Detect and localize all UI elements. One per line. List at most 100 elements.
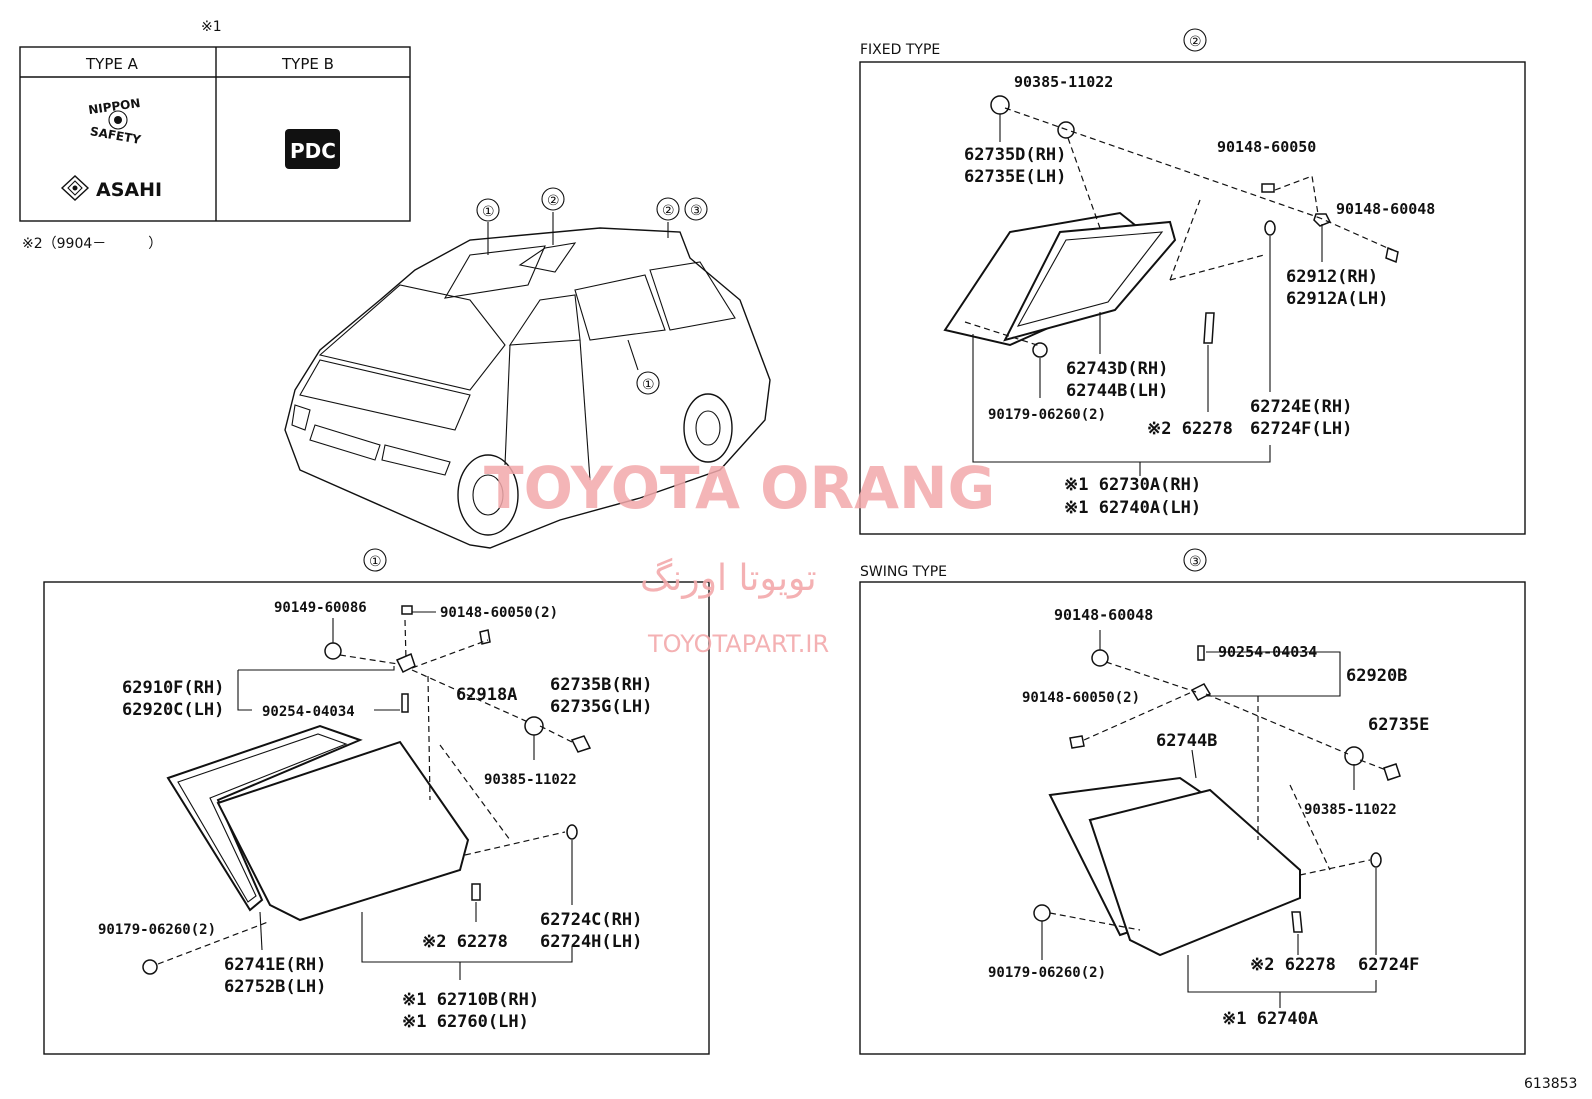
p1-label-62918a: 62918A [456, 685, 517, 705]
fixed-type-panel: FIXED TYPE ② 90385-11022 [859, 28, 1526, 535]
p1-label-62752b: 62752B(LH) [224, 977, 326, 997]
fixed-label-62743d: 62743D(RH) [1066, 359, 1168, 379]
fixed-label-62740a: ※1 62740A(LH) [1064, 498, 1201, 518]
nut-90179-icon [1033, 904, 1051, 922]
watermark-site: TOYOTAPART.IR [647, 630, 829, 658]
fixed-label-62735d: 62735D(RH) [964, 145, 1066, 165]
spacer-62724c-icon [566, 824, 578, 840]
p1-label-90385: 90385-11022 [484, 772, 577, 788]
nut-90179-icon [1032, 342, 1048, 358]
screw-90148-60050-icon [401, 605, 413, 615]
type-b-label: TYPE B [281, 55, 334, 73]
svg-text:SAFETY: SAFETY [89, 124, 142, 147]
hinge-62920b-icon [1190, 683, 1212, 701]
p1-label-62760: ※1 62760(LH) [402, 1012, 529, 1032]
overview-callout-3: ③ [690, 203, 703, 219]
fixed-type-number: ② [1189, 34, 1202, 50]
p1-label-62920c: 62920C(LH) [122, 700, 224, 720]
spacer-62278-icon [1291, 911, 1303, 933]
hinge-62910f-icon [395, 652, 416, 674]
p1-label-62278: ※2 62278 [422, 932, 508, 952]
p3-label-90179: 90179-06260(2) [988, 965, 1106, 981]
fixed-label-62912a: 62912A(LH) [1286, 289, 1388, 309]
panel1-number: ① [369, 554, 382, 570]
fixed-label-90148-60050: 90148-60050 [1217, 138, 1316, 156]
svg-text:NIPPON: NIPPON [87, 96, 141, 117]
watermark-persian: تویوتا اورنگ [640, 557, 817, 599]
spacer-62724f-icon [1370, 852, 1382, 868]
fixed-label-90179: 90179-06260(2) [988, 407, 1106, 423]
legend-note1: ※1 [201, 19, 222, 35]
screw-90148-60048-icon [1385, 246, 1399, 264]
pdc-text: PDC [290, 139, 336, 163]
p1-label-62910f: 62910F(RH) [122, 678, 224, 698]
nippon-safety-logo: NIPPON SAFETY [87, 96, 142, 147]
overview-callout-1b: ① [642, 377, 655, 393]
clip-90148-60048-icon [1091, 649, 1109, 667]
pdc-logo: PDC [285, 129, 340, 169]
legend-note2: ※2（9904－ ） [22, 236, 162, 252]
swing-type-panel: SWING TYPE ③ [859, 548, 1526, 1055]
clip-62735d-icon [990, 95, 1010, 115]
cap-62735e-icon [1383, 763, 1401, 781]
overview-callout-2: ② [547, 193, 560, 209]
p1-label-90149: 90149-60086 [274, 600, 367, 616]
screw-90254-icon [401, 693, 409, 713]
p1-label-90148: 90148-60050(2) [440, 605, 558, 621]
p1-label-62724c: 62724C(RH) [540, 910, 642, 930]
clip-90149-icon [324, 642, 342, 660]
fixed-label-62744b: 62744B(LH) [1066, 381, 1168, 401]
p1-label-62741e: 62741E(RH) [224, 955, 326, 975]
overview-callout-1: ① [482, 204, 495, 220]
watermark: TOYOTA ORANG تویوتا اورنگ TOYOTAPART.IR [484, 454, 995, 658]
quarter-glass-62740a [1088, 788, 1301, 957]
p1-label-62710b: ※1 62710B(RH) [402, 990, 539, 1010]
p3-label-62744b: 62744B [1156, 731, 1217, 751]
p3-label-62740a: ※1 62740A [1222, 1009, 1318, 1029]
fixed-label-62735e: 62735E(LH) [964, 167, 1066, 187]
p3-label-62724f: 62724F [1358, 955, 1419, 975]
p1-label-62724h: 62724H(LH) [540, 932, 642, 952]
p1-label-62735b: 62735B(RH) [550, 675, 652, 695]
spacer-62278-icon [1203, 312, 1215, 344]
p1-label-90179: 90179-06260(2) [98, 922, 216, 938]
nut-90385-icon [1344, 746, 1364, 766]
side-glass-panel-1: ① [43, 548, 710, 1055]
van-overview: ① ② ② ③ ① [284, 187, 771, 549]
p1-label-90254: 90254-04034 [262, 704, 355, 720]
p3-label-90254: 90254-04034 [1218, 643, 1317, 661]
type-a-label: TYPE A [85, 55, 139, 73]
fixed-label-62724e: 62724E(RH) [1250, 397, 1352, 417]
fixed-type-heading: FIXED TYPE [860, 42, 940, 58]
fixed-label-90148-60048: 90148-60048 [1336, 200, 1435, 218]
p3-label-62735e: 62735E [1368, 715, 1429, 735]
asahi-logo: ASAHI [60, 175, 162, 201]
screw-90148-60050-icon [1261, 183, 1275, 193]
spacer-62278-icon [471, 883, 481, 901]
figure-id: 613853 [1524, 1076, 1577, 1092]
screw-90148-60050-icon [1069, 735, 1085, 749]
overview-callout-2b: ② [662, 203, 675, 219]
weatherstrip-62741e [166, 724, 363, 912]
p3-label-90148-60048: 90148-60048 [1054, 606, 1153, 624]
p3-label-90148-60050: 90148-60050(2) [1022, 690, 1140, 706]
fixed-label-90385: 90385-11022 [1014, 73, 1113, 91]
swing-type-number: ③ [1189, 554, 1202, 570]
spacer-62724-icon [1264, 220, 1276, 236]
weatherstrip-62743d [1003, 220, 1177, 342]
screw-90254-icon [1197, 645, 1205, 661]
quarter-glass-62710b [216, 740, 470, 922]
p3-label-90385: 90385-11022 [1304, 802, 1397, 818]
fixed-label-62724f: 62724F(LH) [1250, 419, 1352, 439]
nut-90179-icon [142, 959, 158, 975]
watermark-title: TOYOTA ORANG [484, 454, 995, 522]
fixed-label-62912: 62912(RH) [1286, 267, 1378, 287]
asahi-text: ASAHI [96, 179, 162, 201]
cap-62735b-icon [570, 735, 592, 753]
swing-type-heading: SWING TYPE [860, 564, 947, 580]
p3-label-62920b: 62920B [1346, 666, 1407, 686]
p1-label-62735g: 62735G(LH) [550, 697, 652, 717]
fixed-label-62730a: ※1 62730A(RH) [1064, 475, 1201, 495]
